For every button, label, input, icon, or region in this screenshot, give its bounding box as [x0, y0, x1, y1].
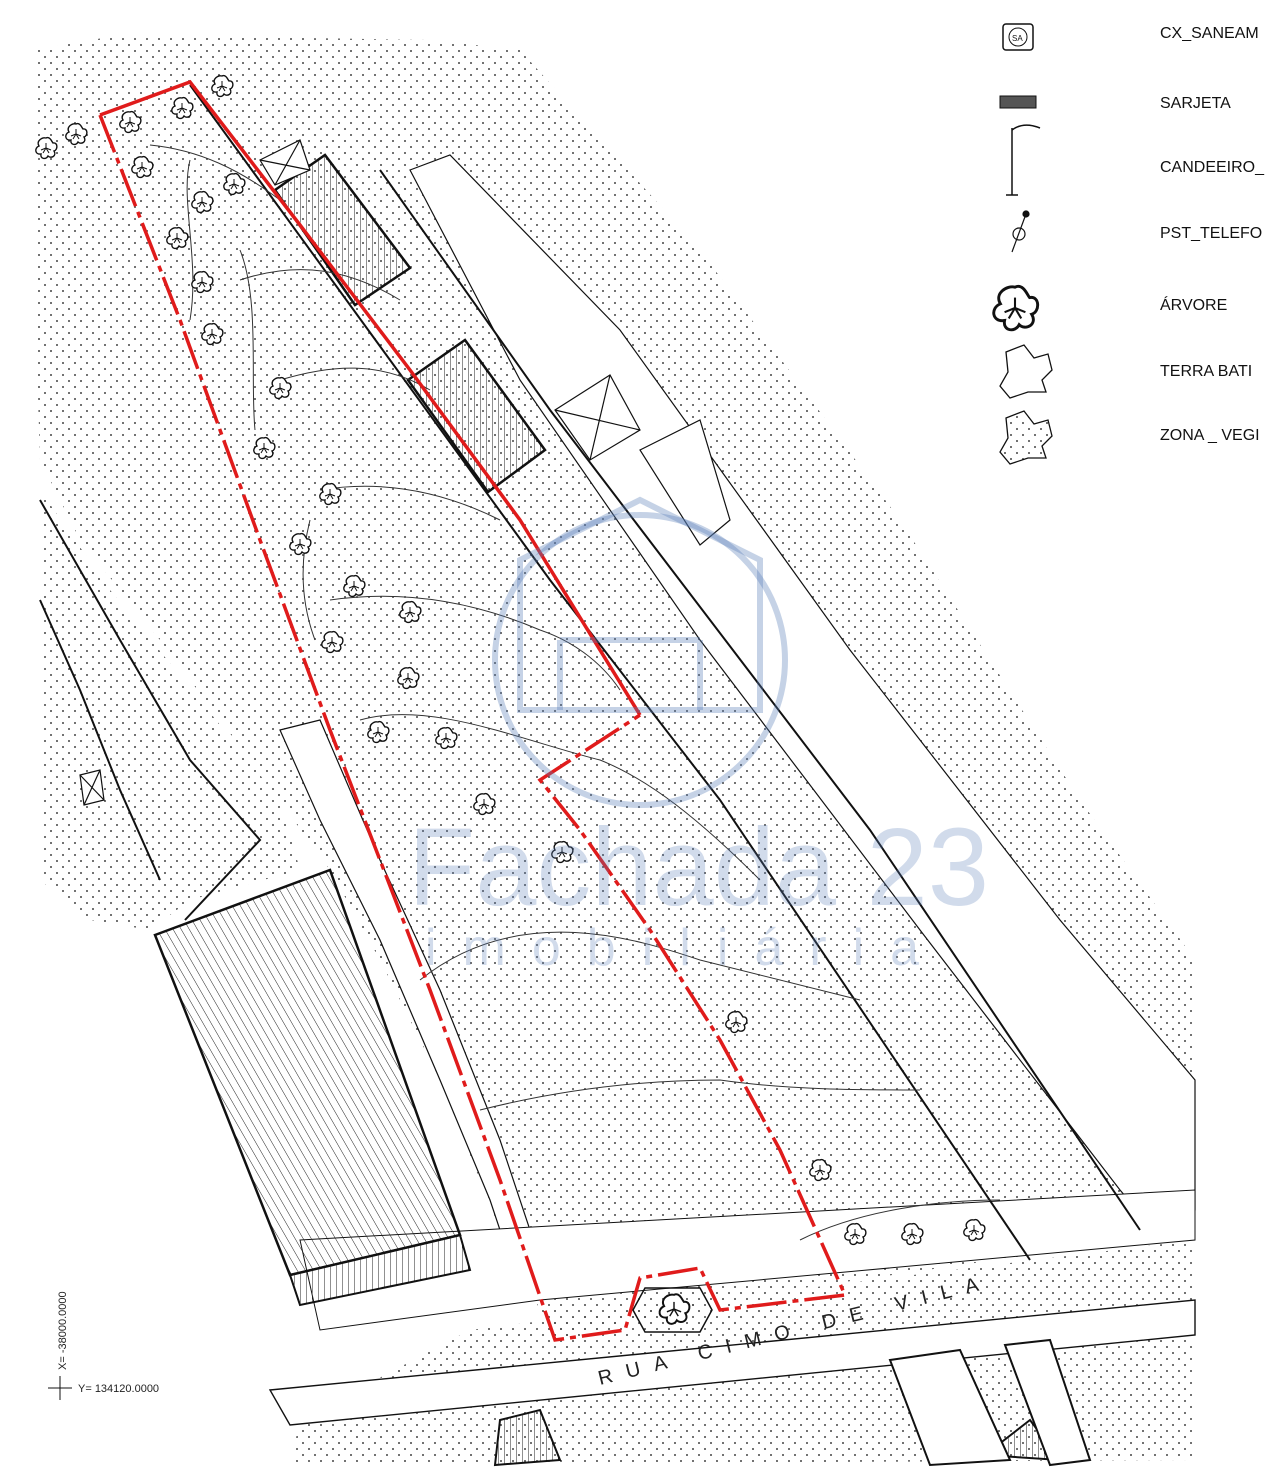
terra-batida-icon — [999, 344, 1053, 399]
cx-saneam-icon: SA — [1002, 23, 1034, 51]
tree-pit-hexagon — [632, 1287, 713, 1333]
building-south-1 — [493, 1408, 562, 1467]
legend-label-arvore: ÁRVORE — [1160, 295, 1227, 314]
watermark-logo: Fachada 23 imobiliária — [408, 496, 989, 977]
building-annex — [288, 1233, 472, 1307]
vegetation-dotted-area-west — [40, 490, 300, 930]
watermark-subtitle: imobiliária — [425, 919, 945, 977]
pst-telefone-icon — [1011, 210, 1030, 253]
building-middle — [406, 338, 547, 494]
zona-vegetacao-icon — [999, 410, 1053, 465]
sarjeta-icon — [999, 95, 1037, 109]
legend-label-sarjeta: SARJETA — [1160, 95, 1231, 112]
coordinate-x: X= -38000.0000 — [57, 1291, 69, 1370]
contour-lines — [149, 144, 1001, 1241]
legend-label-cx-saneam: CX_SANEAM — [1160, 25, 1259, 42]
watermark-brand: Fachada 23 — [408, 806, 989, 929]
legend-label-terra-batida: TERRA BATI — [1160, 363, 1252, 380]
map-legend: SA CX_SANEAM SARJETA CANDEEIRO_ PST_TELE… — [992, 23, 1265, 465]
legend-label-pst-telefone: PST_TELEFO — [1160, 225, 1262, 242]
coordinate-marker: X= -38000.0000 Y= 134120.0000 — [48, 1291, 159, 1400]
lot-boundary — [98, 79, 848, 1342]
coordinate-y: Y= 134120.0000 — [78, 1383, 159, 1395]
buildings — [79, 139, 1092, 1467]
legend-label-zona-vegetacao: ZONA _ VEGI — [1160, 427, 1260, 444]
vegetation-dotted-area — [35, 35, 1195, 1340]
building-south-3 — [888, 1348, 1012, 1467]
rua-cimo-de-vila-road — [268, 1299, 1196, 1426]
candeeiro-icon — [1006, 124, 1041, 196]
cx-saneam-code: SA — [1012, 34, 1023, 43]
arvore-icon — [992, 284, 1040, 332]
legend-label-candeeiro: CANDEEIRO_ — [1160, 159, 1265, 176]
building-south-4 — [1003, 1338, 1092, 1467]
property-lines — [39, 84, 1141, 1261]
